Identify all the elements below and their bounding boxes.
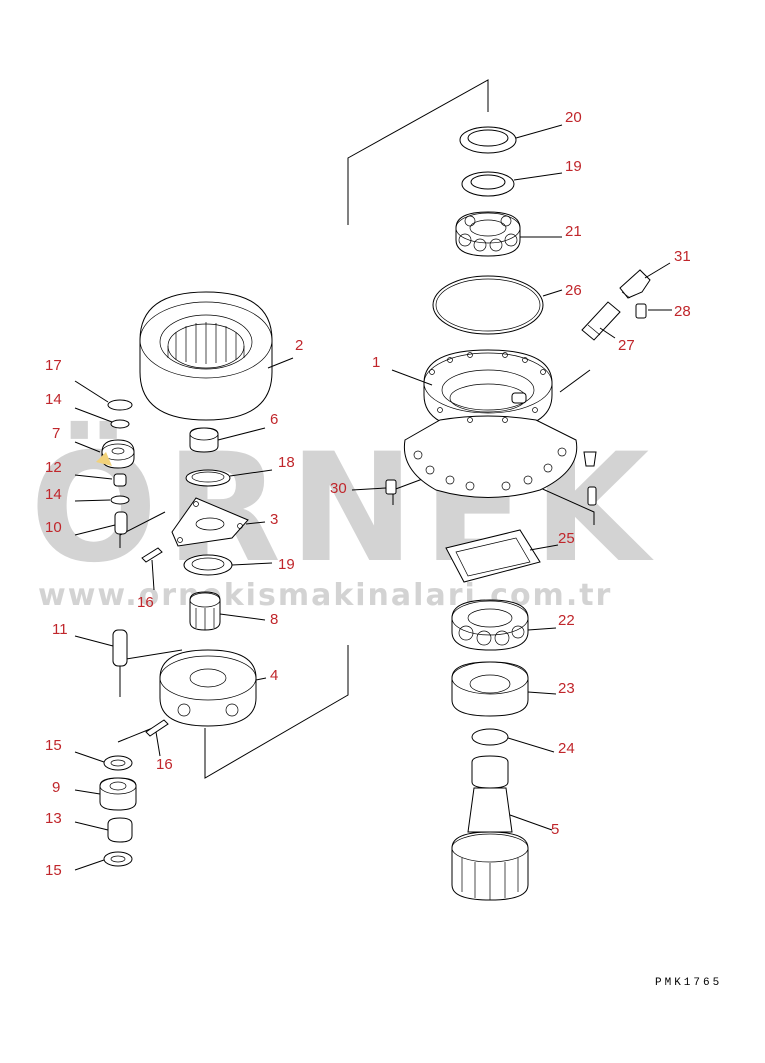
part-23-bearing [451, 599, 529, 651]
part-27-o-ring [432, 275, 544, 335]
label-15-b: 15 [45, 862, 62, 879]
part-21-seal [459, 126, 517, 154]
part-26-plate [445, 529, 541, 583]
label-27: 26 [565, 282, 582, 299]
label-15-a: 15 [45, 737, 62, 754]
label-12: 12 [45, 459, 62, 476]
label-13: 13 [45, 810, 62, 827]
label-18: 18 [278, 454, 295, 471]
part-12-needle-bearing [113, 473, 127, 487]
part-16-pin-b [145, 719, 169, 737]
part-6-gear [189, 427, 219, 453]
part-1-housing [403, 349, 578, 498]
part-13-needle-bearing [107, 817, 133, 843]
part-18-snap-ring [185, 469, 231, 487]
watermark-url: www.ornekismakinalari.com.tr [38, 578, 612, 613]
label-1: 1 [372, 354, 380, 371]
label-24: 23 [558, 680, 575, 697]
label-16-a: 16 [137, 594, 154, 611]
part-11-shaft [112, 629, 128, 667]
label-26: 25 [558, 530, 575, 547]
label-14-a: 14 [45, 391, 62, 408]
part-31-elbow [619, 269, 651, 299]
part-30-plug [385, 479, 397, 495]
label-23: 22 [558, 612, 575, 629]
label-21: 20 [565, 109, 582, 126]
part-15-washer-b [103, 851, 133, 867]
label-4: 4 [270, 667, 278, 684]
label-10: 10 [45, 519, 62, 536]
part-3-carrier [171, 497, 249, 547]
part-22-bearing [455, 211, 521, 257]
label-14-b: 14 [45, 486, 62, 503]
label-7: 7 [52, 425, 60, 442]
part-labels: 20 19 21 31 26 28 27 1 30 25 22 23 24 5 … [45, 109, 691, 879]
part-19-ring [183, 554, 233, 576]
part-2-ring-gear [139, 291, 273, 421]
part-14-washer-a [110, 419, 130, 429]
part-29-plug [635, 303, 647, 319]
label-2: 2 [295, 337, 303, 354]
label-17: 17 [45, 357, 62, 374]
leader-lines [74, 124, 672, 871]
label-3: 3 [270, 511, 278, 528]
part-15-washer-a [103, 755, 133, 771]
part-28-nipple [581, 301, 621, 341]
label-22: 21 [565, 223, 582, 240]
part-7-gear [96, 439, 135, 469]
label-16-b: 16 [156, 756, 173, 773]
housing-pins [583, 451, 597, 506]
label-31: 31 [674, 248, 691, 265]
part-10-shaft [114, 511, 128, 535]
part-8-sun-gear [189, 591, 221, 631]
part-24-ring [451, 661, 529, 717]
part-5-shaft [451, 755, 529, 901]
label-25: 24 [558, 740, 575, 757]
label-19: 19 [278, 556, 295, 573]
part-9-planet-gear [99, 777, 137, 811]
part-16-pin-a [141, 547, 163, 563]
label-30: 30 [330, 480, 347, 497]
drawing-code: PMK1765 [655, 977, 722, 989]
label-8: 8 [270, 611, 278, 628]
label-6: 6 [270, 411, 278, 428]
label-9: 9 [52, 779, 60, 796]
part-25-washer [471, 728, 509, 746]
part-14-washer-b [110, 495, 130, 505]
part-17-snap-ring [107, 399, 133, 411]
label-20: 19 [565, 158, 582, 175]
label-5: 5 [551, 821, 559, 838]
label-11: 11 [52, 621, 68, 638]
label-28: 27 [618, 337, 635, 354]
label-29: 28 [674, 303, 691, 320]
part-20-ring [461, 171, 515, 197]
part-4-carrier [159, 649, 257, 727]
